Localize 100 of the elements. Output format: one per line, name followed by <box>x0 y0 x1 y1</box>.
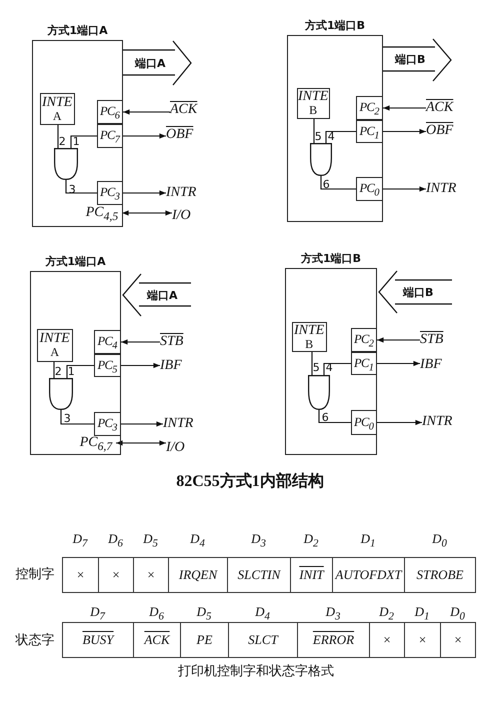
arrow <box>123 190 166 196</box>
connector-line <box>57 125 59 148</box>
bit-label: D$_{7}$ <box>89 603 106 621</box>
table-cell: × <box>369 622 405 658</box>
table-cell: STROBE <box>404 557 476 593</box>
arrow <box>383 128 426 134</box>
pin-number: 6 <box>322 412 329 423</box>
pin-box: PC$_{2}$ <box>350 328 377 352</box>
bit-label: D$_{2}$ <box>378 603 395 621</box>
table-cell: SLCTIN <box>227 557 291 593</box>
pin-box: PC$_{0}$ <box>350 410 377 435</box>
bit-label: D$_{5}$ <box>142 530 159 548</box>
bit-label: D$_{0}$ <box>449 603 466 621</box>
signal-label: IBF <box>160 358 190 374</box>
port-label: 端口B <box>395 52 426 67</box>
pin-number: 3 <box>64 412 71 424</box>
table-cell: BUSY <box>62 622 134 658</box>
table-cell: AUTOFDXT <box>332 557 405 593</box>
register-box <box>292 322 327 352</box>
table-cell: × <box>133 557 169 593</box>
pin-box: PC$_{7}$ <box>96 124 123 148</box>
register-letter: A <box>50 346 60 360</box>
arrow <box>377 360 420 366</box>
pin-box: PC$_{1}$ <box>356 120 383 143</box>
bit-label: D$_{4}$ <box>254 603 271 621</box>
connector-line <box>70 135 97 148</box>
bit-label: D$_{6}$ <box>107 530 124 548</box>
register-letter: B <box>309 104 318 118</box>
bit-label: D$_{7}$ <box>72 530 89 548</box>
arrow <box>383 105 426 111</box>
connector-line <box>313 119 315 143</box>
port-label: 端口B <box>403 285 434 300</box>
connector-line <box>66 364 94 378</box>
signal-label: OBF <box>426 123 460 139</box>
arrow <box>123 109 170 115</box>
bit-label: D$_{1}$ <box>360 530 376 548</box>
register-name: INTE <box>298 89 328 104</box>
figure-caption: 82C55方式1内部结构 <box>175 471 325 492</box>
block-heading: 方式1端口B <box>300 251 362 266</box>
signal-label: INTR <box>426 181 466 197</box>
pin-number: 5 <box>314 130 322 142</box>
signal-label: STB <box>160 334 192 350</box>
table-cell: × <box>98 557 134 593</box>
register-box <box>36 328 73 362</box>
table-cell: INIT <box>290 557 333 593</box>
pin-box: PC$_{3}$ <box>96 180 123 205</box>
connector-line <box>318 410 351 424</box>
signal-label: INTR <box>422 414 462 430</box>
register-name: INTE <box>40 331 70 346</box>
register-box <box>40 92 75 125</box>
pin-box: PC$_{5}$ <box>94 354 121 377</box>
table-cell: × <box>62 557 99 593</box>
bit-label: D$_{0}$ <box>431 530 448 548</box>
signal-label: INTR <box>163 416 203 432</box>
signal-label: PC$_{4,5}$ <box>86 204 122 221</box>
arrow <box>383 186 426 192</box>
register-name: INTE <box>42 94 72 110</box>
arrow <box>116 440 166 446</box>
connector-line <box>311 352 313 375</box>
pin-number: 5 <box>312 362 320 373</box>
port-label: 端口A <box>135 56 166 70</box>
bit-label: D$_{5}$ <box>196 603 212 621</box>
pin-box: PC$_{4}$ <box>94 330 121 354</box>
block-heading: 方式1端口A <box>45 254 106 269</box>
table-cell: × <box>404 622 441 658</box>
bit-label: D$_{4}$ <box>189 530 206 548</box>
pin-box: PC$_{2}$ <box>356 96 383 120</box>
pin-box: PC$_{6}$ <box>96 100 123 124</box>
table-cell: × <box>440 622 476 658</box>
connector-line <box>53 362 55 378</box>
signal-label: ACK <box>170 102 204 118</box>
table-cell: ERROR <box>297 622 370 658</box>
bit-label: D$_{1}$ <box>414 603 430 621</box>
arrow <box>123 133 166 139</box>
row-label: 状态字 <box>14 631 56 649</box>
arrow <box>121 339 160 345</box>
bit-label: D$_{3}$ <box>250 530 267 548</box>
pin-box: PC$_{1}$ <box>350 352 377 375</box>
table-cell: ACK <box>133 622 181 658</box>
signal-label: I/O <box>166 440 196 456</box>
pin-box: PC$_{0}$ <box>356 176 383 201</box>
connector-line <box>323 362 351 375</box>
pin-number: 6 <box>322 178 330 190</box>
bit-label: D$_{2}$ <box>302 530 320 548</box>
signal-label: PC$_{6,7}$ <box>80 434 116 451</box>
block-heading: 方式1端口A <box>47 23 108 38</box>
arrow <box>377 420 422 426</box>
port-label: 端口A <box>147 288 178 302</box>
signal-label: IBF <box>420 357 450 373</box>
connector-line <box>65 180 97 194</box>
block-heading: 方式1端口B <box>304 18 366 33</box>
arrow <box>121 421 163 427</box>
pin-number: 1 <box>72 136 80 147</box>
signal-label: I/O <box>172 208 202 224</box>
signal-label: OBF <box>166 127 200 143</box>
pin-box: PC$_{3}$ <box>94 412 121 436</box>
table-cell: IRQEN <box>168 557 228 593</box>
arrow <box>122 210 172 216</box>
figure-caption: 打印机控制字和状态字格式 <box>177 662 335 680</box>
pin-number: 1 <box>68 366 75 377</box>
